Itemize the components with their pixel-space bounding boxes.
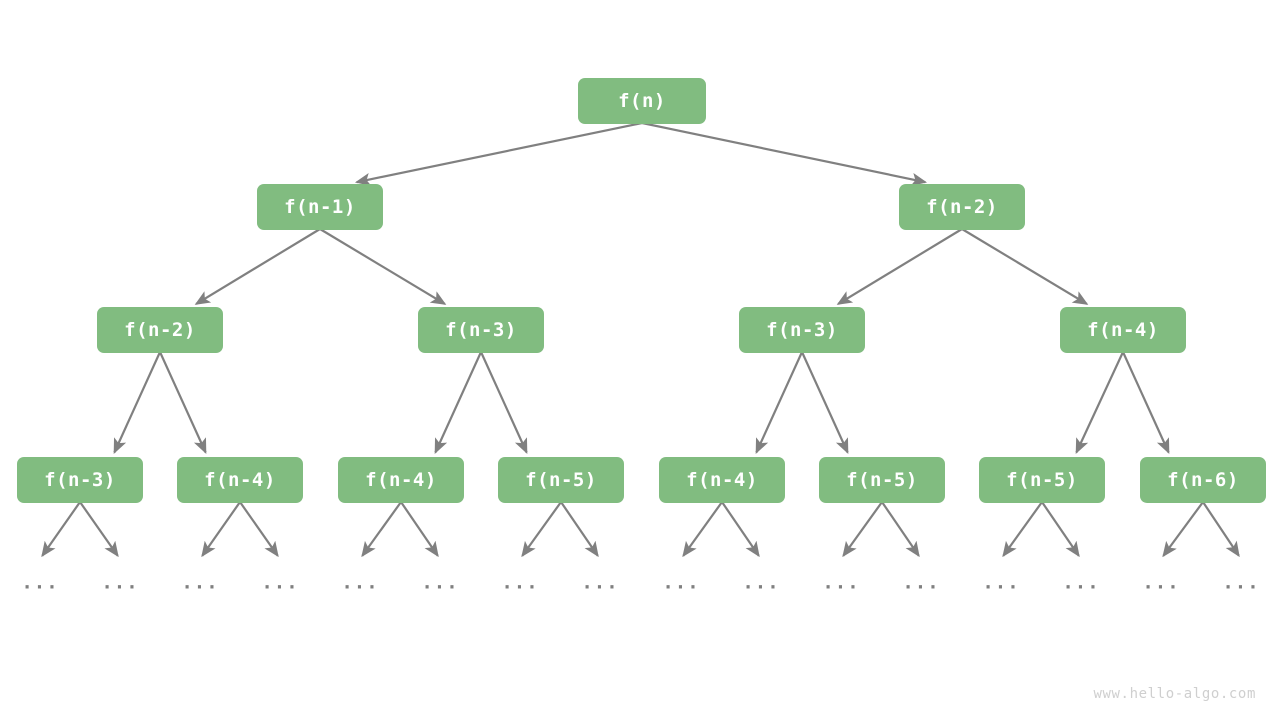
ellipsis-marker: ...: [982, 571, 1020, 594]
tree-edge: [1075, 351, 1124, 454]
ellipsis-marker: ...: [742, 571, 780, 594]
tree-node[interactable]: f(n-5): [979, 457, 1105, 503]
tree-node[interactable]: f(n-5): [498, 457, 624, 503]
tree-edge: [1002, 501, 1043, 558]
ellipsis-marker: ...: [261, 571, 299, 594]
ellipsis-marker: ...: [822, 571, 860, 594]
tree-node-label: f(n): [618, 90, 666, 112]
tree-node-label: f(n-5): [846, 469, 918, 491]
ellipsis-marker: ...: [1062, 571, 1100, 594]
tree-node[interactable]: f(n-2): [899, 184, 1025, 230]
ellipsis-marker: ...: [101, 571, 139, 594]
ellipsis-marker: ...: [902, 571, 940, 594]
tree-edge: [641, 121, 928, 186]
tree-edge: [361, 501, 402, 558]
tree-edge: [201, 501, 241, 558]
tree-node-label: f(n-3): [44, 469, 116, 491]
watermark: www.hello-algo.com: [1093, 686, 1256, 702]
tree-node-label: f(n-4): [686, 469, 758, 491]
tree-edge: [1041, 501, 1080, 558]
tree-node[interactable]: f(n-4): [177, 457, 303, 503]
ellipsis-marker: ...: [181, 571, 219, 594]
tree-node[interactable]: f(n-1): [257, 184, 383, 230]
tree-edge: [836, 228, 963, 305]
tree-edge: [79, 501, 119, 558]
tree-edge: [158, 351, 207, 454]
ellipsis-marker: ...: [662, 571, 700, 594]
tree-edge: [755, 351, 804, 454]
tree-node-label: f(n-3): [766, 319, 838, 341]
tree-node-label: f(n-3): [445, 319, 517, 341]
tree-node-label: f(n-2): [124, 319, 196, 341]
tree-edge: [1162, 501, 1204, 558]
tree-node[interactable]: f(n-3): [17, 457, 143, 503]
tree-edge: [354, 121, 643, 186]
tree-edge: [560, 501, 599, 558]
tree-node-label: f(n-1): [284, 196, 356, 218]
ellipsis-marker: ...: [21, 571, 59, 594]
tree-node-label: f(n-4): [1087, 319, 1159, 341]
ellipsis-marker: ...: [501, 571, 539, 594]
tree-edge: [1202, 501, 1240, 558]
tree-node-label: f(n-4): [365, 469, 437, 491]
tree-node[interactable]: f(n-4): [338, 457, 464, 503]
ellipsis-marker: ...: [581, 571, 619, 594]
tree-edge: [881, 501, 920, 558]
tree-edge: [400, 501, 439, 558]
tree-edge: [194, 228, 321, 305]
tree-edge: [842, 501, 883, 558]
ellipsis-marker: ...: [1142, 571, 1180, 594]
tree-edge: [682, 501, 723, 558]
tree-node-label: f(n-5): [1006, 469, 1078, 491]
tree-edge: [521, 501, 562, 558]
tree-edge: [479, 351, 528, 454]
tree-edge: [113, 351, 162, 454]
tree-node[interactable]: f(n-4): [1060, 307, 1186, 353]
tree-node[interactable]: f(n-3): [739, 307, 865, 353]
tree-edges: [41, 121, 1240, 558]
tree-edge: [41, 501, 81, 558]
tree-node[interactable]: f(n-5): [819, 457, 945, 503]
tree-node-label: f(n-6): [1167, 469, 1239, 491]
ellipsis-marker: ...: [1222, 571, 1260, 594]
tree-edge: [319, 228, 447, 305]
tree-node-label: f(n-5): [525, 469, 597, 491]
tree-node[interactable]: f(n-3): [418, 307, 544, 353]
tree-node[interactable]: f(n): [578, 78, 706, 124]
tree-edge: [800, 351, 849, 454]
ellipsis-marker: ...: [341, 571, 379, 594]
tree-edge: [434, 351, 483, 454]
tree-edge: [721, 501, 760, 558]
tree-node[interactable]: f(n-6): [1140, 457, 1266, 503]
tree-node-label: f(n-2): [926, 196, 998, 218]
tree-node[interactable]: f(n-4): [659, 457, 785, 503]
tree-edge: [239, 501, 279, 558]
ellipsis-marker: ...: [421, 571, 459, 594]
tree-edge: [1121, 351, 1170, 454]
tree-node[interactable]: f(n-2): [97, 307, 223, 353]
tree-node-label: f(n-4): [204, 469, 276, 491]
tree-edge: [961, 228, 1089, 305]
